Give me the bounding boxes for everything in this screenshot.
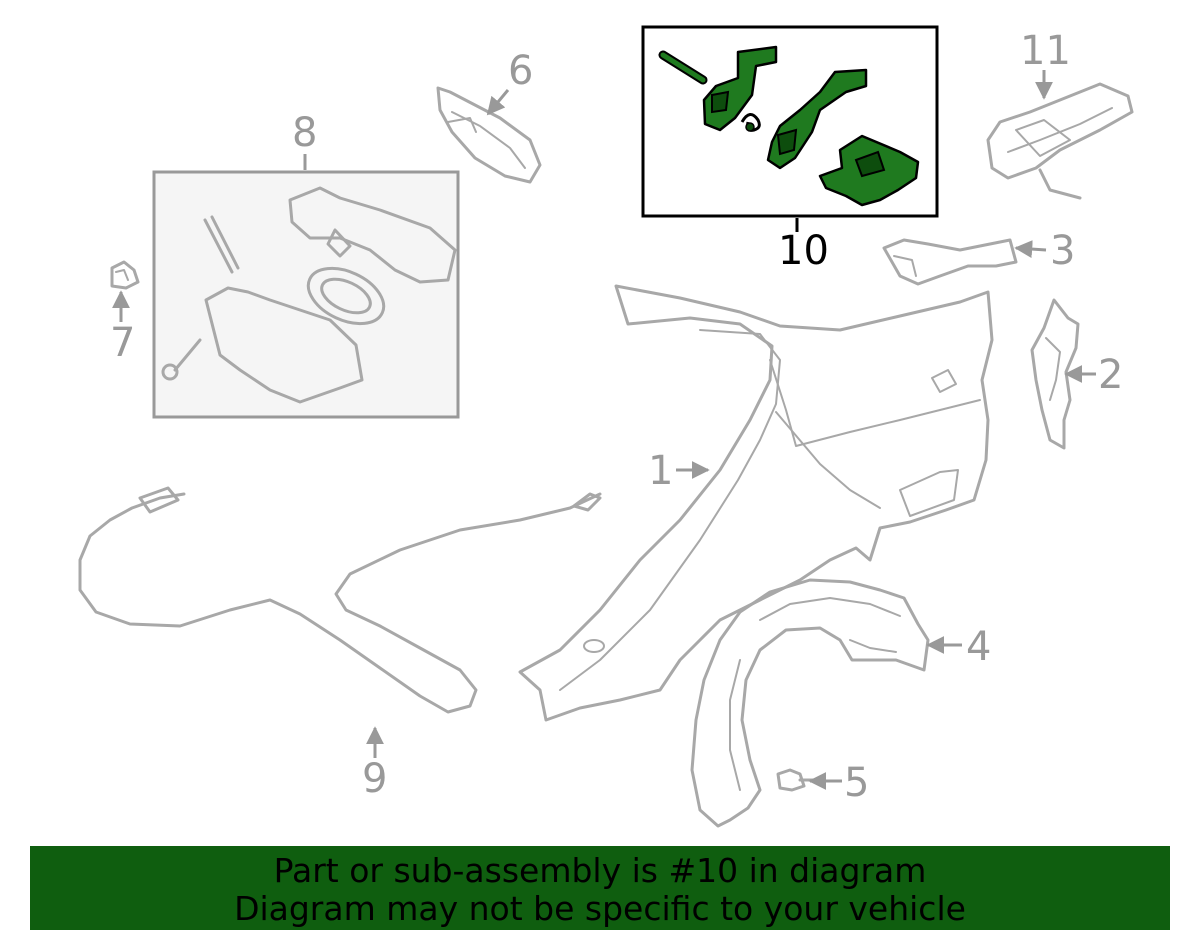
part-8-group[interactable] <box>152 170 460 419</box>
callout-6[interactable]: 6 <box>508 48 533 94</box>
part-9-illustration[interactable] <box>78 486 602 714</box>
part-10-illustration <box>658 45 920 207</box>
part-8-frame <box>152 170 460 419</box>
part-1-illustration[interactable] <box>518 284 994 722</box>
part-5-illustration[interactable] <box>776 768 816 792</box>
callout-1[interactable]: 1 <box>648 448 673 494</box>
callout-4[interactable]: 4 <box>966 624 991 670</box>
callout-10[interactable]: 10 <box>778 228 829 274</box>
banner-line-2: Diagram may not be specific to your vehi… <box>234 889 966 928</box>
callout-9[interactable]: 9 <box>362 756 387 802</box>
callout-11[interactable]: 11 <box>1020 28 1071 74</box>
parts-diagram: 10 8 6 7 11 <box>78 25 1134 828</box>
callout-5[interactable]: 5 <box>844 760 869 806</box>
info-banner: Part or sub-assembly is #10 in diagram D… <box>30 846 1170 930</box>
part-3-illustration[interactable] <box>882 238 1018 286</box>
part-4-illustration[interactable] <box>690 578 930 828</box>
callout-7[interactable]: 7 <box>110 320 135 366</box>
callout-2[interactable]: 2 <box>1098 352 1123 398</box>
callout-8[interactable]: 8 <box>292 110 317 156</box>
part-7-illustration[interactable] <box>110 260 140 290</box>
part-6-illustration[interactable] <box>436 86 542 184</box>
part-2-illustration[interactable] <box>1030 298 1080 450</box>
part-11-illustration[interactable] <box>986 82 1134 200</box>
part-10-group[interactable] <box>641 25 939 218</box>
part-8-illustration <box>161 186 457 404</box>
banner-line-1: Part or sub-assembly is #10 in diagram <box>273 851 927 890</box>
callout-3[interactable]: 3 <box>1050 228 1075 274</box>
